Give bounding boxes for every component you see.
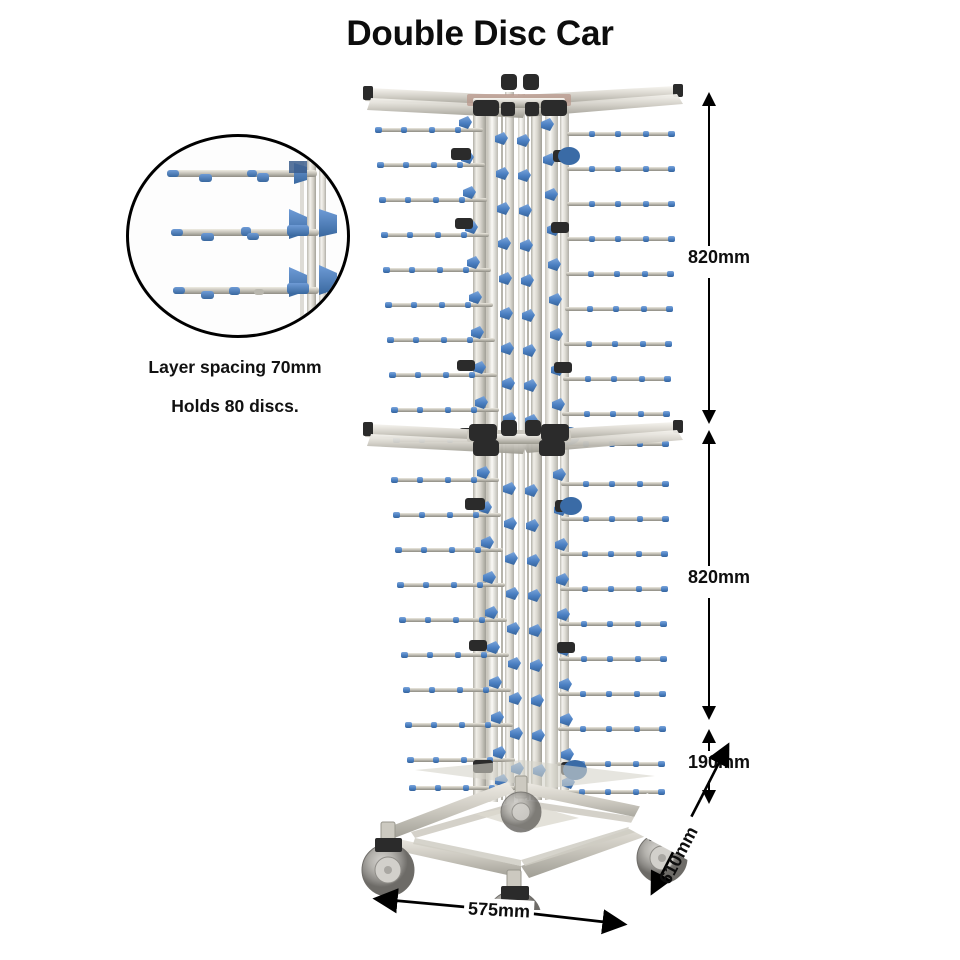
detail-illustration [129, 137, 347, 335]
detail-rails-svg [167, 155, 337, 327]
dim-line-upper-bottom [708, 278, 710, 412]
arrow-up-icon [702, 430, 716, 444]
rack-svg [361, 74, 688, 946]
arrow-down-icon [702, 706, 716, 720]
dimension-label-base: 190mm [684, 751, 755, 774]
dim-line-upper-top [708, 104, 710, 256]
dim-line-lower-bottom [708, 598, 710, 708]
detail-caption-capacity: Holds 80 discs. [171, 396, 299, 416]
arrow-down-icon [702, 410, 716, 424]
disc-rack-illustration [355, 70, 695, 946]
dimension-label-width: 575mm [463, 897, 535, 924]
dim-line-lower-top [708, 442, 710, 566]
layer-spacing-detail-callout [126, 134, 350, 338]
dimension-label-upper: 820mm [684, 246, 755, 269]
arrow-up-icon [702, 729, 716, 743]
detail-caption-layer-spacing: Layer spacing 70mm [148, 357, 322, 377]
arrow-down-icon [702, 790, 716, 804]
arrow-up-icon [702, 92, 716, 106]
page-title: Double Disc Car [346, 14, 614, 53]
dimension-label-lower: 820mm [684, 566, 755, 589]
